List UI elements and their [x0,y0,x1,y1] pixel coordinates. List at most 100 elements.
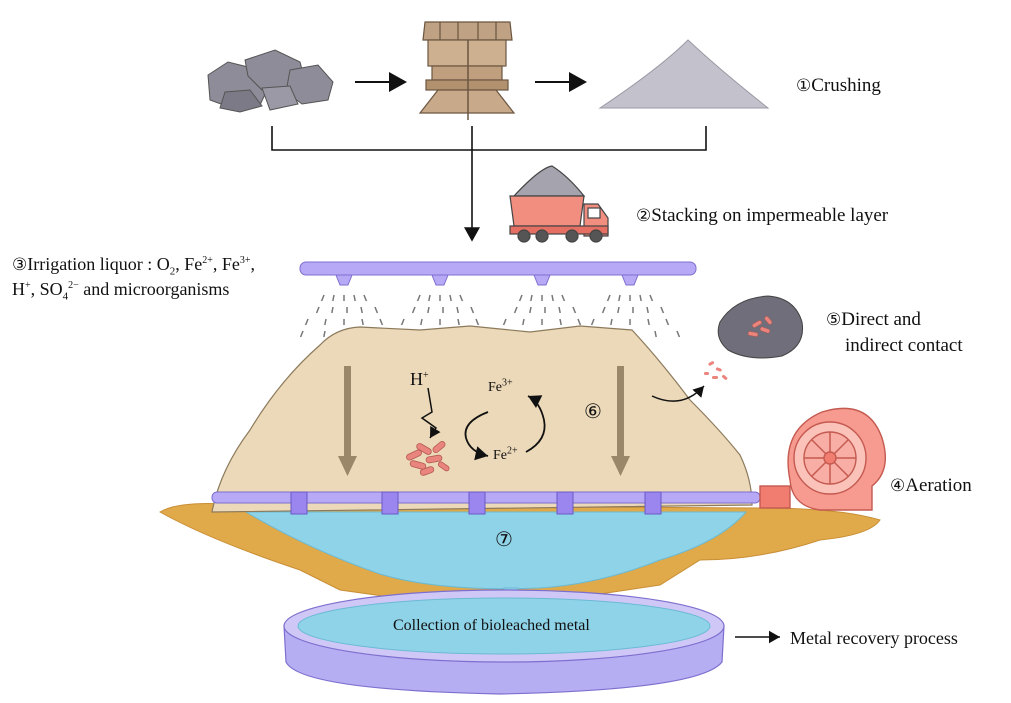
arrow-to-contact [651,385,705,402]
spray-droplet [428,294,431,302]
fe2-charge: 2+ [202,255,213,266]
crushed-ore-pile [598,39,770,109]
so4-symbol: SO [39,279,63,299]
label-contact: ⑤Direct and [826,308,921,332]
spray-droplet [400,318,405,326]
spray-droplet [561,294,566,302]
step-number: ① [796,76,812,96]
step-text: Crushing [811,75,881,96]
spray-droplet [513,306,518,314]
spray-droplet [639,294,642,302]
bacteria-particles [704,361,728,380]
spray-droplet [529,306,532,314]
spray-droplet [606,294,611,302]
leachate-pool [244,511,748,590]
spray-droplet [558,306,561,314]
spray-droplets [299,294,681,338]
h-symbol: H [410,369,423,389]
spray-droplet [646,306,649,314]
label-six: ⑥ [584,400,602,424]
spray-droplet [676,330,681,338]
fe2-symbol: Fe [493,448,507,463]
fe2-charge: 2+ [507,445,518,457]
spray-droplet [459,294,464,302]
spray-droplet [427,306,430,314]
spray-droplet [590,318,595,326]
spray-droplet [379,318,384,326]
heap-h-ion: H+ [410,368,429,391]
heap-fe3-ion: Fe3+ [488,376,513,399]
spray-droplet [522,318,525,326]
spray-droplet [331,306,334,314]
spray-droplet [315,306,320,314]
spray-droplet [649,294,654,302]
spray-droplet [551,294,554,302]
so4-charge: 2− [68,280,79,291]
h-to-bacteria-arrow [420,387,441,439]
step-number: ④ [890,476,906,496]
label-seven: ⑦ [495,528,513,552]
label-contact-line2: indirect contact [845,334,963,357]
irrigation-prefix: Irrigation liquor : O [27,254,170,274]
spray-droplet [304,318,309,326]
spray-droplet [299,330,304,338]
spray-droplet [665,318,670,326]
spray-droplet [617,306,620,314]
spray-droplet [449,294,452,302]
spray-droplet [361,318,364,326]
label-irrigation: ③Irrigation liquor : O2, Fe2+, Fe3+, [12,254,256,278]
h-charge: + [423,370,429,381]
fe3-charge: 3+ [239,255,251,266]
fe3-symbol: Fe [488,380,502,395]
step-text: Stacking on impermeable layer [651,205,889,226]
rock-with-bacteria-icon [717,295,804,359]
label-irrigation-line2: H+, SO42− and microorganisms [12,279,230,303]
bacteria-cluster [406,441,450,476]
spray-droplet [502,318,507,326]
spray-droplet [577,318,582,326]
spray-droplet [647,318,650,326]
spray-droplet [601,306,606,314]
step-number: ⑥ [584,399,602,423]
crusher-mill-icon [418,21,516,120]
iron-redox-cycle [464,395,546,461]
merge-bracket [271,126,707,242]
spray-droplet [470,306,475,314]
dump-truck-icon [509,165,609,243]
step-number: ② [636,206,652,226]
label-aeration: ④Aeration [890,474,972,498]
collection-tank [283,589,725,695]
fe3-symbol: Fe [221,254,240,274]
step-number: ⑤ [826,310,842,330]
heap-fe2-ion: Fe2+ [493,444,518,467]
spray-droplet [320,294,325,302]
so4-sub: 4 [62,290,69,303]
spray-droplet [420,318,423,326]
spray-droplet [411,306,416,314]
spray-droplet [353,294,356,302]
spray-droplet [572,306,577,314]
spray-droplet [654,330,657,338]
aeration-blower-icon [759,407,886,511]
irrigation-tail: and microorganisms [83,279,230,299]
spray-droplet [660,306,665,314]
fe3-charge: 3+ [502,377,513,389]
recovery-label: Metal recovery process [790,628,958,648]
ore-heap [211,325,753,513]
spray-droplet [323,330,326,338]
spray-droplet [610,318,613,326]
spray-pipe [299,261,697,286]
spray-droplet [360,306,363,314]
downflow-arrows [338,366,630,476]
label-stacking: ②Stacking on impermeable layer [636,204,888,228]
spray-droplet [332,294,335,302]
h-charge: + [25,280,31,291]
step-number: ③ [12,255,28,275]
spray-droplet [559,318,562,326]
spray-droplet [618,294,621,302]
step-number: ⑦ [495,527,513,551]
collection-label: Collection of bioleached metal [393,617,590,634]
contact-line2: indirect contact [845,335,963,356]
spray-droplet [456,306,459,314]
